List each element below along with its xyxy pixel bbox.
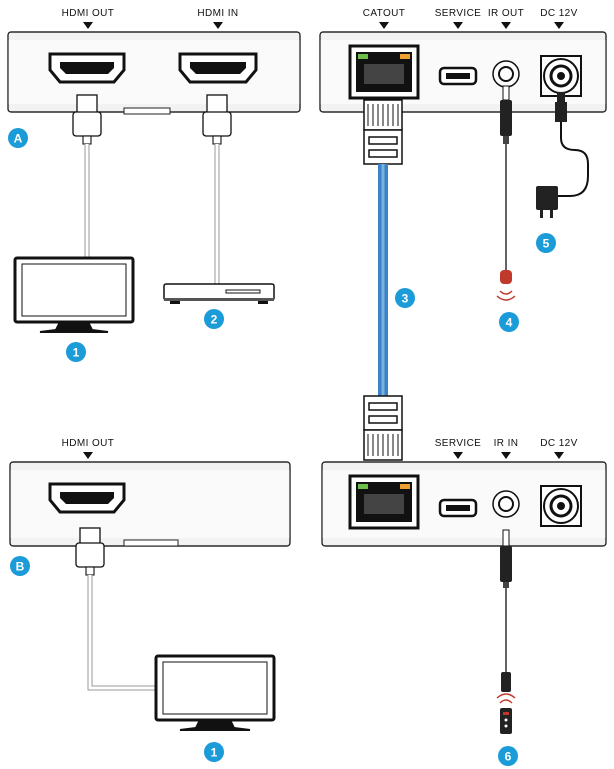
- hdmi-plug-b-out: [75, 527, 105, 576]
- svg-text:6: 6: [505, 750, 512, 764]
- svg-text:A: A: [14, 132, 23, 146]
- callout-1-a: 1: [66, 342, 86, 362]
- ir-out-plug: [500, 85, 512, 144]
- audio-jack-icon: [492, 60, 520, 88]
- hdmi-plug-a-in: [202, 94, 232, 145]
- ir-receiver-icon: [496, 672, 516, 734]
- down-arrow-icon: [501, 452, 511, 459]
- dc-plug: [555, 92, 567, 122]
- svg-text:1: 1: [73, 346, 80, 360]
- callout-5: 5: [536, 233, 556, 253]
- callout-6: 6: [498, 746, 518, 766]
- hdmi-out-label-b: HDMI OUT: [62, 438, 115, 449]
- hdmi-port-icon: [48, 52, 126, 84]
- dc-jack-icon: [540, 485, 582, 527]
- down-arrow-icon: [554, 452, 564, 459]
- hdmi-out-label-a: HDMI OUT: [62, 8, 115, 19]
- svg-text:2: 2: [211, 313, 218, 327]
- usb-service-port-icon: [438, 498, 478, 518]
- ir-out-label: IR OUT: [488, 8, 524, 19]
- ir-in-plug: [500, 529, 512, 588]
- service-label-rx: SERVICE: [435, 438, 482, 449]
- hdmi-port-icon: [178, 52, 258, 84]
- svg-text:4: 4: [506, 316, 513, 330]
- down-arrow-icon: [453, 452, 463, 459]
- unit-a-hdmi-device: HDMI OUT HDMI IN: [7, 8, 301, 362]
- svg-text:B: B: [16, 560, 25, 574]
- down-arrow-icon: [213, 22, 223, 29]
- dc-jack-icon: [540, 55, 582, 97]
- svg-text:3: 3: [402, 292, 409, 306]
- dc-label-rx: DC 12V: [540, 438, 577, 449]
- callout-2: 2: [204, 309, 224, 329]
- down-arrow-icon: [83, 22, 93, 29]
- hdmi-port-icon: [48, 482, 126, 514]
- callout-1-b: 1: [204, 742, 224, 762]
- service-label-tx: SERVICE: [435, 8, 482, 19]
- receiver-unit: SERVICE IR IN DC 12V: [321, 395, 607, 766]
- catout-label: CATOUT: [363, 8, 406, 19]
- callout-4: 4: [499, 312, 519, 332]
- section-badge-a: A: [8, 128, 28, 148]
- hdmi-in-label-a: HDMI IN: [197, 8, 238, 19]
- section-badge-b: B: [10, 556, 30, 576]
- power-adapter-icon: [536, 186, 558, 218]
- callout-3: 3: [395, 288, 415, 308]
- tv-icon: [13, 256, 135, 333]
- media-player-icon: [163, 283, 275, 304]
- down-arrow-icon: [501, 22, 511, 29]
- rj45-plug-bottom: [363, 395, 403, 461]
- ir-in-label: IR IN: [494, 438, 519, 449]
- unit-b-hdmi-device: HDMI OUT B 1: [9, 438, 291, 762]
- hdmi-plug-a-out: [72, 94, 102, 145]
- rj45-plug-top: [363, 99, 403, 165]
- down-arrow-icon: [453, 22, 463, 29]
- svg-text:5: 5: [543, 237, 550, 251]
- tv-icon: [154, 654, 276, 731]
- ir-emitter-icon: [496, 270, 516, 301]
- audio-jack-icon: [492, 490, 520, 518]
- svg-text:1: 1: [211, 746, 218, 760]
- usb-service-port-icon: [438, 66, 478, 86]
- down-arrow-icon: [83, 452, 93, 459]
- dc-label-tx: DC 12V: [540, 8, 577, 19]
- rj45-port-icon: [348, 44, 420, 100]
- transmitter-unit: CATOUT SERVICE IR OUT DC 12V: [319, 8, 607, 398]
- down-arrow-icon: [379, 22, 389, 29]
- rj45-port-icon: [348, 474, 420, 530]
- down-arrow-icon: [554, 22, 564, 29]
